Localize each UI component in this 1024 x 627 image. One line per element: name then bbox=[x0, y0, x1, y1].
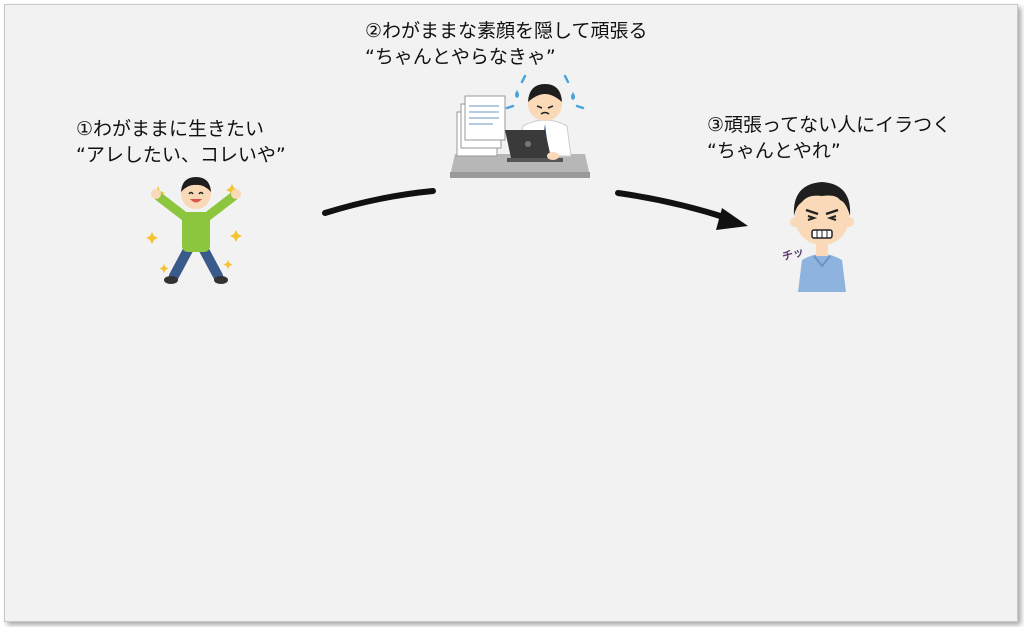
step-2-caption: ②わがままな素顔を隠して頑張る “ちゃんとやらなきゃ” bbox=[365, 18, 647, 70]
step-1-title: ①わがままに生きたい bbox=[76, 118, 265, 140]
sweat-drops-icon bbox=[505, 74, 585, 110]
step-3-title: ③頑張ってない人にイラつく bbox=[707, 114, 952, 136]
overworked-man-illustration bbox=[450, 74, 590, 178]
jumping-man-illustration bbox=[146, 177, 242, 284]
step-1-caption: ①わがままに生きたい “アレしたい、コレいや” bbox=[76, 116, 286, 168]
step-3-caption: ③頑張ってない人にイラつく “ちゃんとやれ” bbox=[707, 112, 951, 164]
tsk-sound-text: チッ bbox=[781, 245, 806, 263]
step-1-quote: “アレしたい、コレいや” bbox=[76, 144, 286, 166]
laptop-icon bbox=[505, 130, 563, 162]
annoyed-man-illustration: チッ bbox=[781, 182, 854, 292]
step-2-quote: “ちゃんとやらなきゃ” bbox=[365, 46, 556, 68]
document-stack-icon bbox=[456, 95, 506, 157]
step-2-title: ②わがままな素顔を隠して頑張る bbox=[365, 20, 648, 42]
step-3-quote: “ちゃんとやれ” bbox=[707, 140, 841, 162]
